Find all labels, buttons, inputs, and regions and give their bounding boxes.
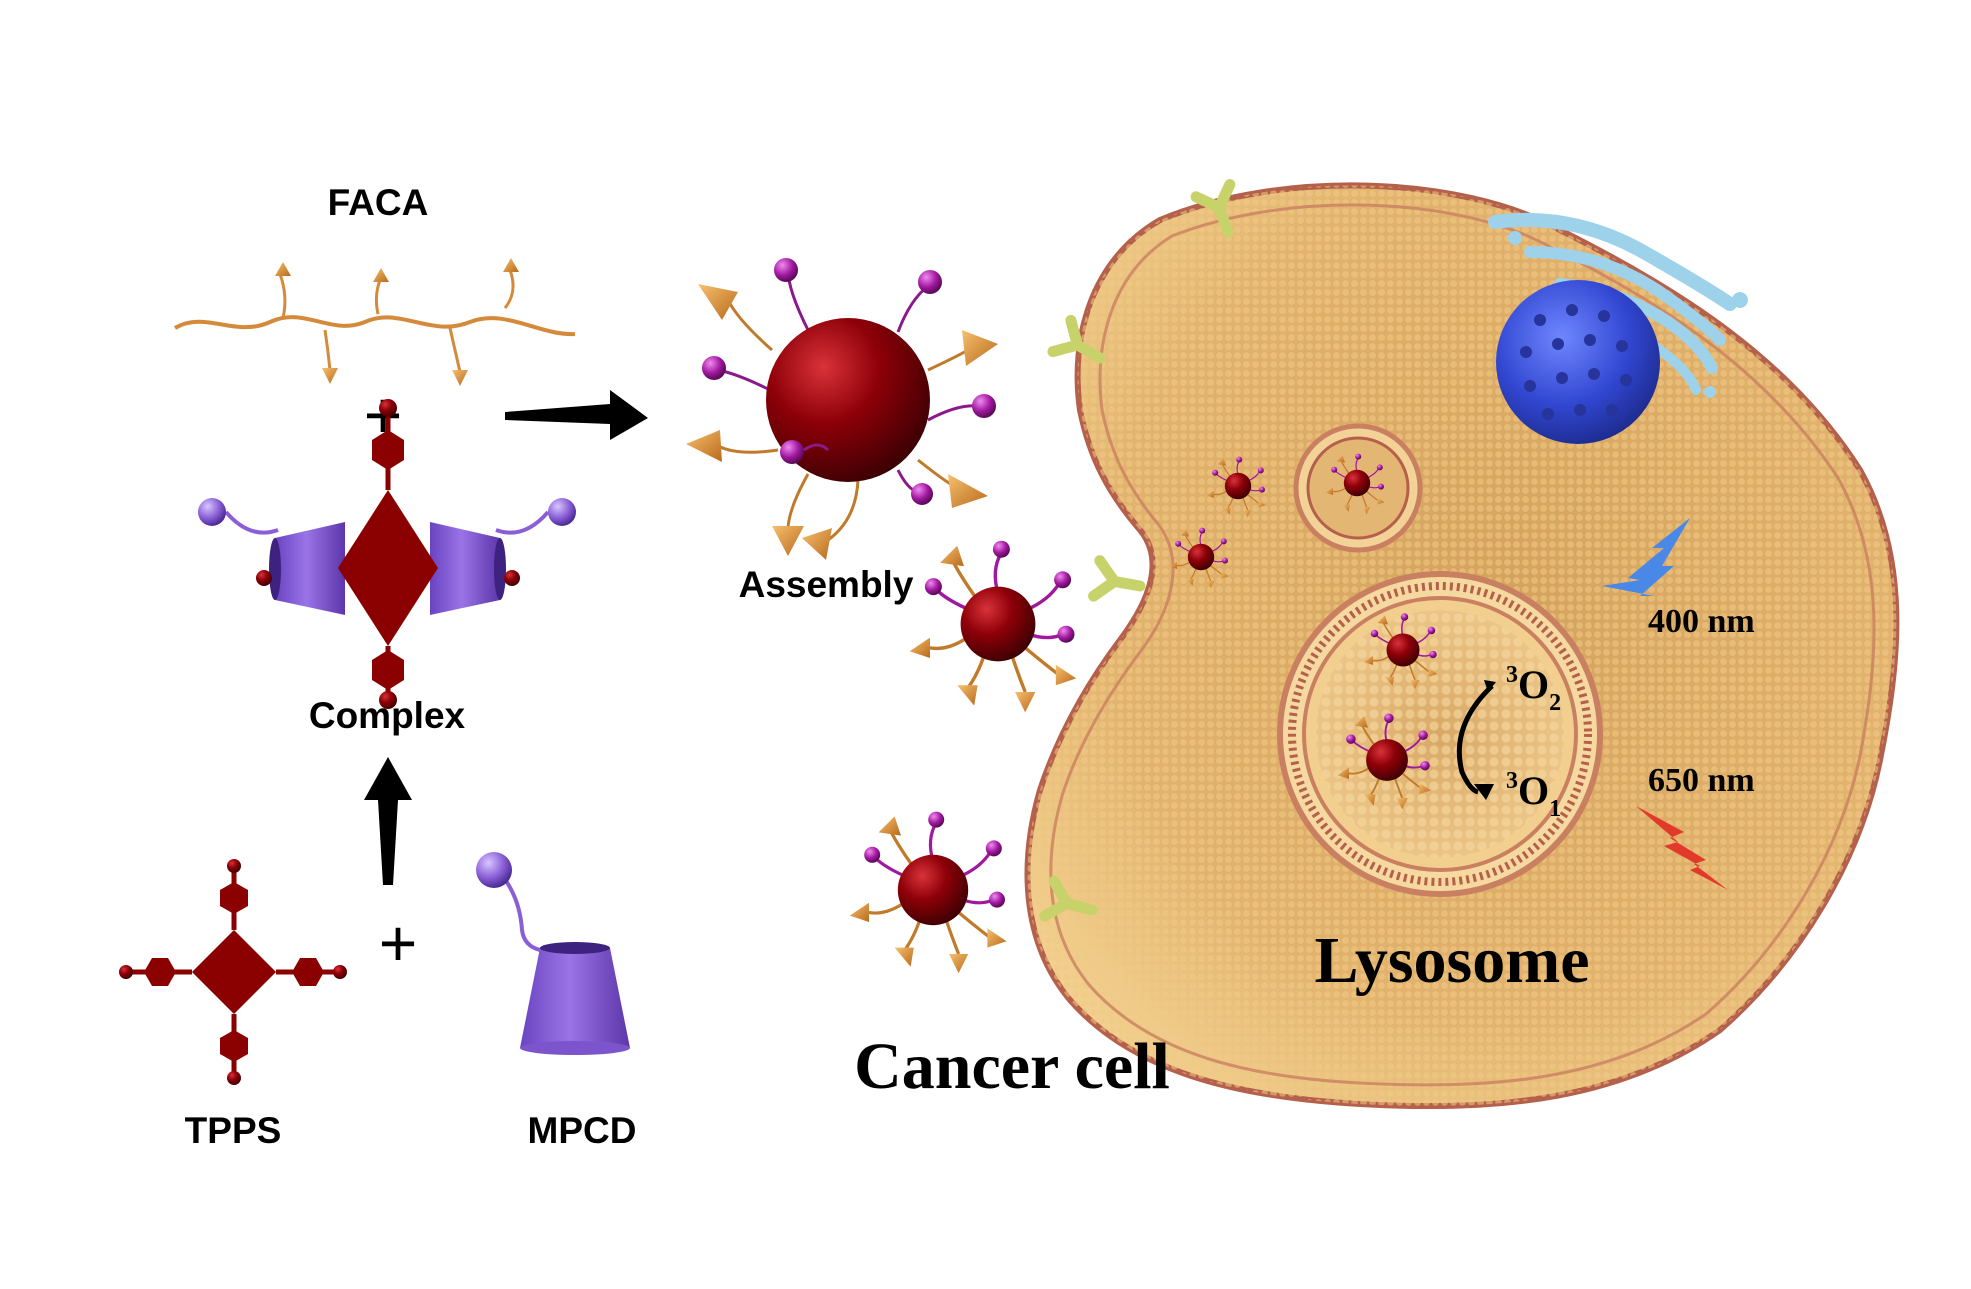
label-assembly: Assembly <box>739 564 914 605</box>
label-singlet-oxygen: 3O1 <box>1506 768 1561 822</box>
label-cancer-cell: Cancer cell <box>854 1030 1170 1103</box>
label-tpps: TPPS <box>185 1110 282 1151</box>
label-faca: FACA <box>328 182 429 223</box>
plus-sign-bottom: + <box>379 906 418 980</box>
nanoparticle-outside <box>848 809 1009 975</box>
label-complex: Complex <box>309 695 466 736</box>
arrow-to-assembly <box>505 390 648 440</box>
mpcd-molecule <box>476 852 630 1055</box>
lysosome <box>1277 571 1603 897</box>
label-mpcd: MPCD <box>528 1110 637 1151</box>
assembly-nanoparticle <box>686 258 998 560</box>
nanoparticle-entering <box>907 539 1078 715</box>
tpps-molecule <box>119 859 347 1085</box>
complex-structure <box>198 399 576 709</box>
light-650nm-bolt <box>1636 806 1728 890</box>
oxygen-conversion-arrow <box>1456 680 1496 800</box>
label-lysosome: Lysosome <box>1314 924 1589 997</box>
arrow-up-to-complex <box>364 757 412 885</box>
label-triplet-oxygen: 3O2 <box>1506 662 1561 716</box>
light-400nm-bolt <box>1602 518 1690 596</box>
label-650nm: 650 nm <box>1648 762 1755 799</box>
faca-polymer <box>173 258 576 386</box>
receptor-left-middle <box>1094 561 1144 604</box>
label-400nm: 400 nm <box>1648 603 1755 640</box>
nucleus <box>1496 280 1660 444</box>
